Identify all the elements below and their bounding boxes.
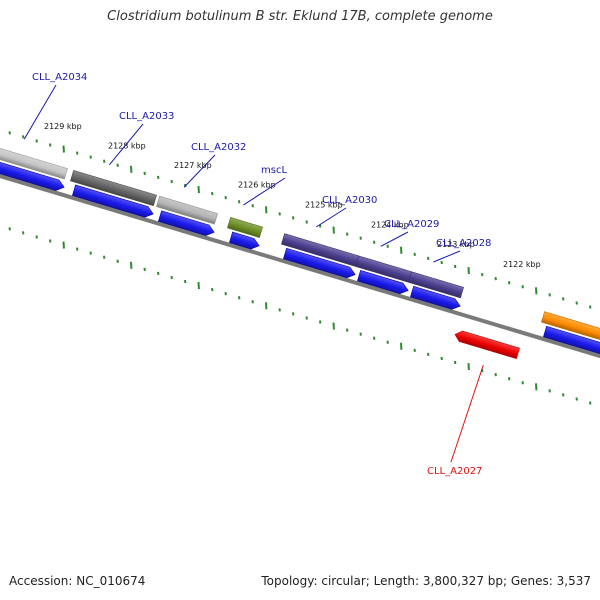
cds-arrow[interactable] — [0, 159, 66, 192]
label-leader-line — [243, 177, 286, 206]
label-leader-line — [23, 84, 57, 140]
gene-label-CLL_A2029[interactable]: CLL_A2029 — [384, 219, 439, 230]
tick-label: 2127 kbp — [174, 161, 212, 170]
tick-labels: 2129 kbp 2128 kbp 2127 kbp 2126 kbp 2125 kbp… — [44, 122, 541, 269]
gene-unlabeled-orange[interactable] — [541, 311, 600, 344]
backbone-line — [0, 173, 600, 359]
gene-mscL[interactable] — [227, 217, 263, 238]
accession-line: Accession: NC_010674 — [9, 574, 145, 588]
label-leader-line — [380, 231, 409, 247]
gene-label-CLL_A2034[interactable]: CLL_A2034 — [32, 72, 87, 83]
gene-CLL_A2028[interactable] — [408, 271, 464, 299]
outer-tick-marks — [8, 131, 592, 309]
gene-track — [0, 145, 600, 360]
gene-label-CLL_A2030[interactable]: CLL_A2030 — [322, 195, 377, 206]
gene-label-CLL_A2033[interactable]: CLL_A2033 — [119, 111, 174, 122]
cds-arrow[interactable] — [283, 247, 356, 280]
tick-label: 2128 kbp — [108, 141, 146, 150]
gene-label-CLL_A2028[interactable]: CLL_A2028 — [436, 238, 491, 249]
genome-backbone — [0, 173, 600, 359]
tick-label: 2122 kbp — [503, 260, 541, 269]
gene-label-CLL_A2027[interactable]: CLL_A2027 — [427, 466, 482, 477]
gene-CLL_A2033[interactable] — [70, 169, 157, 207]
gene-CLL_A2027[interactable] — [453, 329, 520, 360]
map-title: Clostridium botulinum B str. Eklund 17B,… — [107, 9, 493, 24]
label-leader-line — [450, 364, 484, 463]
gene-label-mscL[interactable]: mscL — [261, 165, 287, 176]
tick-label: 2125 kbp — [305, 201, 343, 210]
accession-label: Accession: — [9, 574, 73, 588]
label-leader-line — [316, 207, 347, 228]
cds-arrow[interactable] — [229, 231, 260, 251]
cds-arrow[interactable] — [410, 285, 461, 311]
tick-label: 2124 kbp — [371, 220, 409, 229]
accession-value: NC_010674 — [76, 574, 146, 588]
label-leader-line — [183, 154, 216, 188]
cds-track — [0, 159, 600, 356]
cds-arrow[interactable] — [357, 270, 409, 295]
label-leader-line — [108, 123, 144, 166]
cds-arrow[interactable] — [543, 325, 600, 356]
label-leader-line — [433, 250, 461, 263]
gene-CLL_A2032[interactable] — [156, 195, 218, 225]
gene-label-CLL_A2032[interactable]: CLL_A2032 — [191, 142, 246, 153]
tick-label: 2126 kbp — [238, 180, 276, 189]
gene-CLL_A2034[interactable] — [0, 145, 68, 180]
cds-arrow[interactable] — [158, 210, 215, 238]
genome-summary: Topology: circular; Length: 3,800,327 bp… — [261, 574, 591, 588]
cds-arrow[interactable] — [72, 184, 154, 219]
tick-label: 2129 kbp — [44, 122, 82, 131]
tick-label: 2123 kbp — [437, 240, 475, 249]
